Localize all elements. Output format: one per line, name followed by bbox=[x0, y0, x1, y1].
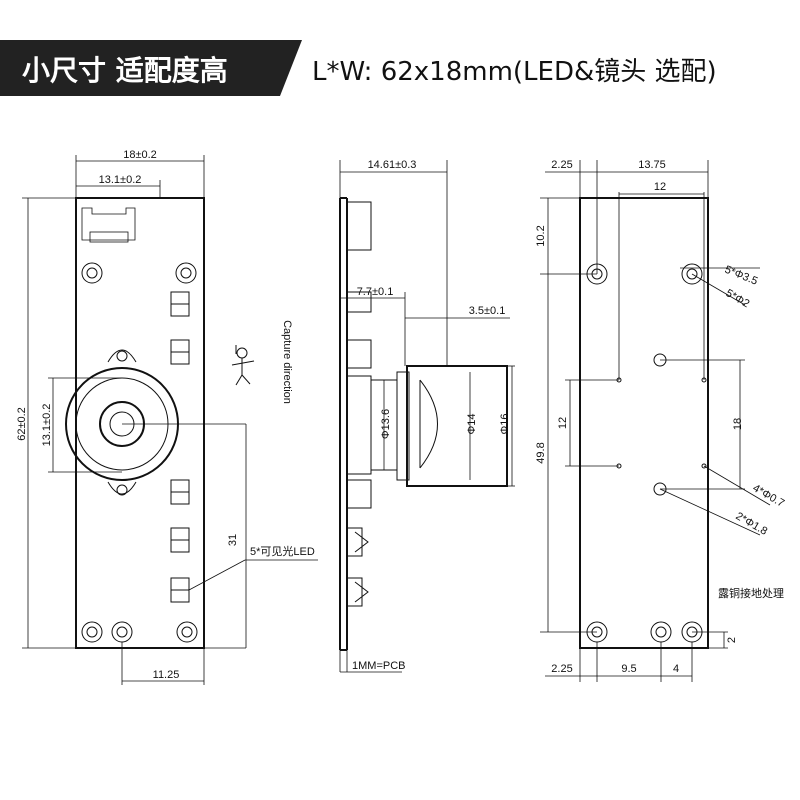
back-hole-bottom-2-inner bbox=[655, 626, 667, 638]
front-bottom-offset: 11.25 bbox=[153, 669, 180, 681]
back-pcb-outline bbox=[579, 197, 709, 649]
back-bottom-right: 4 bbox=[673, 663, 679, 675]
front-view: 18±0.2 13.1±0.2 62±0.2 13.1±0.2 31 11.25… bbox=[16, 149, 318, 685]
banner-tag: 小尺寸 适配度高 bbox=[22, 54, 228, 87]
side-lens-holder bbox=[396, 371, 410, 481]
back-small-holes: 4*Φ0.7 bbox=[751, 482, 787, 510]
front-connector-pins bbox=[89, 231, 129, 243]
side-pcb-note: 1MM=PCB bbox=[352, 660, 406, 672]
back-right-height: 18 bbox=[732, 418, 744, 430]
front-lens-screw-top bbox=[116, 350, 128, 362]
side-depth-total: 14.61±0.3 bbox=[368, 159, 417, 171]
back-ground-note: 露铜接地处理 bbox=[718, 586, 784, 600]
front-hole-top-left bbox=[81, 262, 103, 284]
side-led-bottom-3 bbox=[347, 577, 369, 607]
back-top-width: 13.75 bbox=[638, 159, 666, 171]
front-hole-bottom-3 bbox=[176, 621, 198, 643]
back-left-top-height: 10.2 bbox=[535, 225, 547, 246]
back-small-hole-4 bbox=[701, 463, 707, 469]
back-bottom-left: 2.25 bbox=[551, 663, 572, 675]
front-lens-height: 13.1±0.2 bbox=[41, 404, 53, 447]
side-lens-base bbox=[346, 375, 372, 475]
front-hole-bottom-2-inner bbox=[116, 626, 128, 638]
back-hole-top-right-inner bbox=[686, 268, 698, 280]
front-led-group bbox=[170, 291, 190, 603]
front-led-label: 5*可见光LED bbox=[250, 544, 315, 558]
banner-tag-background bbox=[0, 40, 302, 96]
side-depth-pcb-lens: 7.7±0.1 bbox=[357, 286, 394, 298]
side-d16: Φ16 bbox=[499, 413, 511, 434]
back-total-height: 49.8 bbox=[535, 442, 547, 463]
side-lens-offset: 3.5±0.1 bbox=[469, 305, 506, 317]
back-hole-label: 5*Φ3.5 bbox=[723, 264, 759, 288]
side-d14: Φ14 bbox=[466, 413, 478, 434]
front-hole-top-left-inner bbox=[86, 267, 98, 279]
side-lens-glass bbox=[419, 379, 438, 469]
front-connector bbox=[81, 207, 136, 241]
back-pin-holes: 2*Φ1.8 bbox=[734, 510, 770, 538]
front-hole-top-right bbox=[175, 262, 197, 284]
front-hole-top-right-inner bbox=[180, 267, 192, 279]
front-pcb-outline bbox=[75, 197, 205, 649]
side-d136: Φ13.6 bbox=[380, 409, 392, 439]
side-lens-barrel bbox=[406, 365, 508, 487]
side-led-bottom-1 bbox=[346, 479, 372, 509]
side-connector bbox=[346, 201, 372, 251]
front-height-total: 62±0.2 bbox=[16, 407, 28, 441]
back-inner-width: 12 bbox=[654, 181, 666, 193]
front-hole-bottom-3-inner bbox=[181, 626, 193, 638]
front-lens-flange bbox=[107, 349, 137, 495]
back-view: 2.25 13.75 12 10.2 49.8 12 18 5*Φ3.5 5*Φ… bbox=[535, 159, 786, 682]
side-view: 14.61±0.3 7.7±0.1 3.5±0.1 Φ13.6 Φ14 Φ16 … bbox=[339, 159, 515, 673]
capture-direction-label: Capture direction bbox=[281, 320, 293, 404]
back-top-left: 2.25 bbox=[551, 159, 572, 171]
front-hole-bottom-1-inner bbox=[86, 626, 98, 638]
back-hole-bottom-2 bbox=[650, 621, 672, 643]
side-led-top-2 bbox=[346, 339, 372, 369]
front-hole-bottom-2 bbox=[111, 621, 133, 643]
back-hole-top-right bbox=[681, 263, 703, 285]
back-bottom-edge: 2 bbox=[726, 637, 738, 643]
front-offset-31: 31 bbox=[227, 534, 239, 546]
front-width-total: 18±0.2 bbox=[123, 149, 157, 161]
capture-direction-icon bbox=[231, 345, 255, 386]
back-mid-height: 12 bbox=[557, 417, 569, 429]
front-lens-screw-bottom bbox=[116, 484, 128, 496]
front-hole-bottom-1 bbox=[81, 621, 103, 643]
spec-banner: 小尺寸 适配度高 L*W: 62x18mm(LED&镜头 选配) bbox=[0, 40, 717, 96]
side-led-bottom-2 bbox=[347, 527, 369, 557]
front-width-inner: 13.1±0.2 bbox=[99, 174, 142, 186]
back-pad-label: 5*Φ2 bbox=[724, 287, 752, 310]
banner-spec: L*W: 62x18mm(LED&镜头 选配) bbox=[312, 57, 717, 87]
back-bottom-mid: 9.5 bbox=[621, 663, 636, 675]
